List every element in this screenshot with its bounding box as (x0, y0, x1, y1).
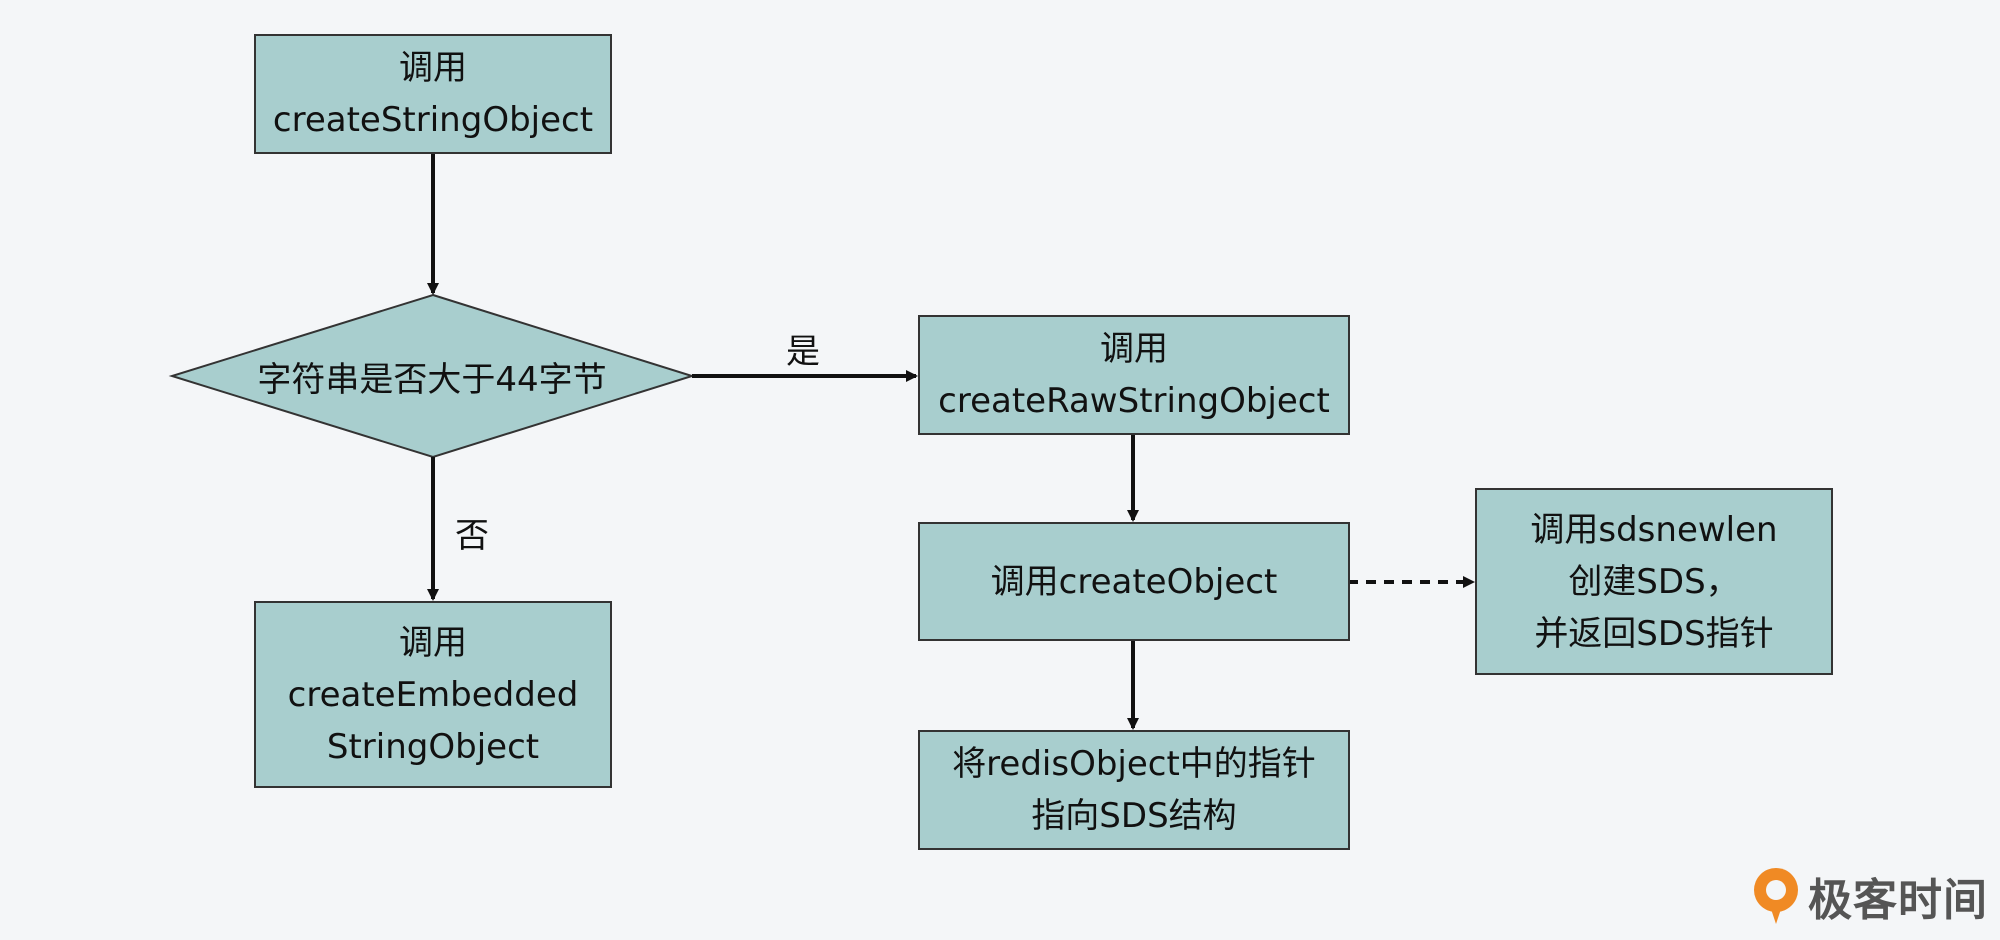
node-line: 调用sdsnewlen (1530, 509, 1778, 550)
yes-label: 是 (786, 332, 820, 372)
decision-label: 字符串是否大于44字节 (257, 359, 607, 400)
node-create-raw-string-object: 调用 createRawStringObject (918, 315, 1350, 435)
node-line: createEmbedded (287, 674, 579, 715)
node-create-object: 调用createObject (918, 522, 1350, 641)
geektime-logo-icon (1754, 868, 1798, 924)
node-line: StringObject (326, 726, 540, 767)
node-create-embedded-string-object: 调用 createEmbedded StringObject (254, 601, 612, 788)
brand-logo: 极客时间 (1750, 864, 1988, 928)
node-line: 创建SDS， (1568, 561, 1740, 602)
no-label: 否 (455, 516, 489, 556)
node-line: createStringObject (272, 100, 594, 140)
node-line: 指向SDS结构 (1031, 796, 1237, 836)
node-line: 并返回SDS指针 (1534, 613, 1774, 654)
node-line: 调用 (1100, 329, 1168, 369)
node-line: 调用 (399, 48, 467, 88)
node-redis-object-pointer: 将redisObject中的指针 指向SDS结构 (918, 730, 1350, 850)
node-line: 调用 (399, 622, 467, 663)
node-line: 将redisObject中的指针 (952, 744, 1316, 784)
brand-name: 极客时间 (1808, 875, 1988, 926)
node-sdsnewlen: 调用sdsnewlen 创建SDS， 并返回SDS指针 (1475, 488, 1833, 675)
node-create-string-object: 调用 createStringObject (254, 34, 612, 154)
node-line: createRawStringObject (938, 381, 1330, 421)
node-line: 调用createObject (990, 561, 1278, 602)
